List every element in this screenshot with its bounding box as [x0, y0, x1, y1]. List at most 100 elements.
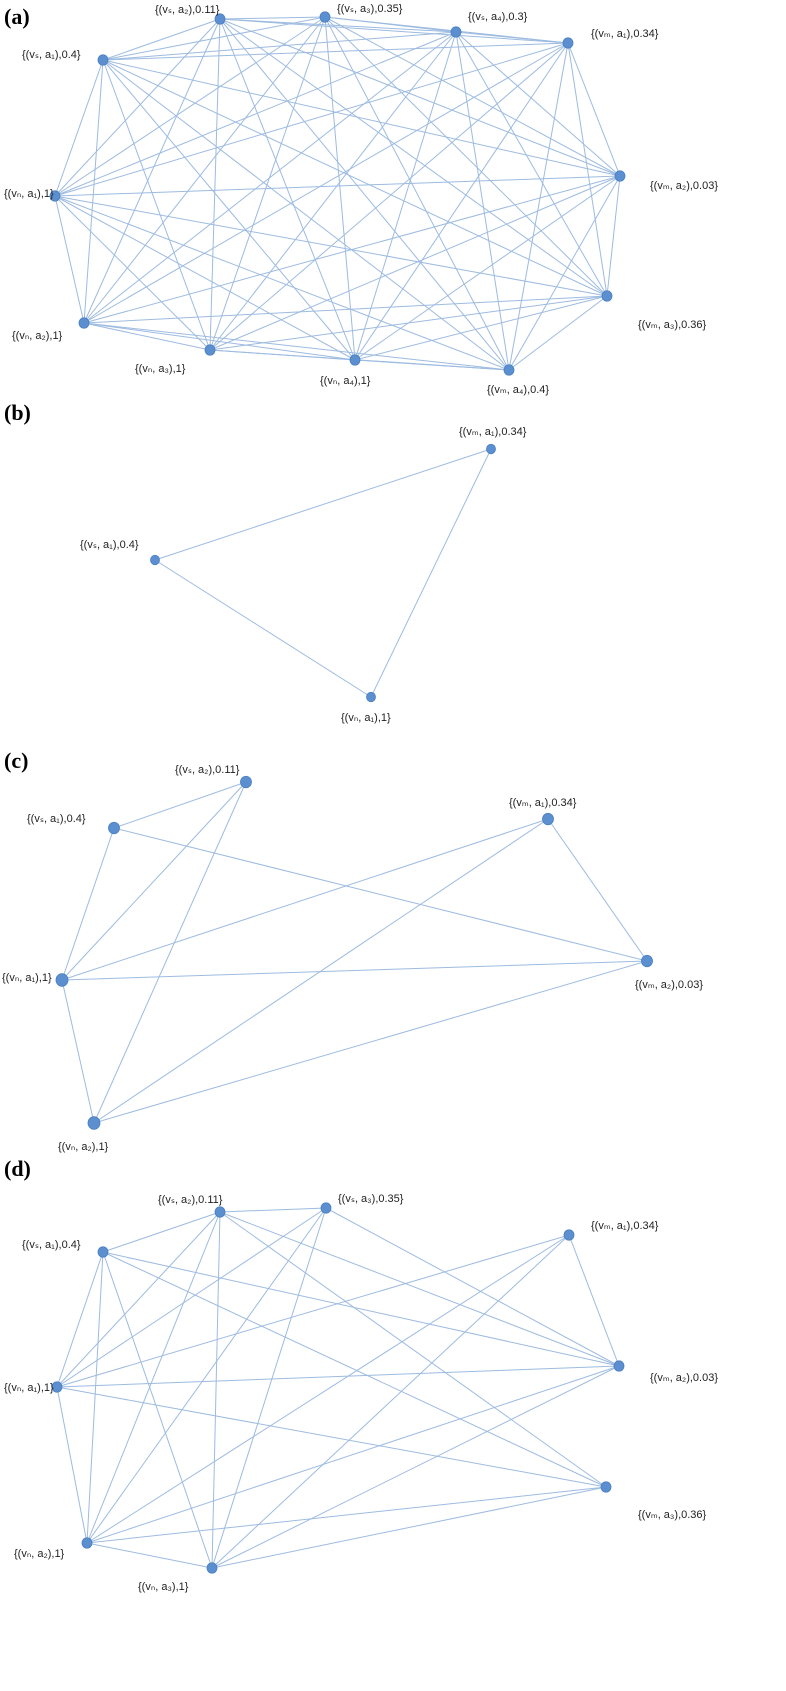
node-vs_a2	[240, 775, 252, 789]
edge-vs_a2-vs_a3	[219, 1207, 327, 1213]
node-vm_a1	[563, 1229, 575, 1241]
edge-vs_a2-vn_a3	[209, 18, 221, 351]
edge-vm_a1-vm_a4	[508, 42, 569, 371]
node-label-vn_a2: {(vₙ, a₂),1}	[58, 1141, 109, 1153]
edge-vn_a2-vm_a1	[93, 818, 549, 1124]
node-label-vm_a2: {(vₘ, a₂),0.03}	[650, 1372, 718, 1384]
edge-vm_a2-vn_a1	[56, 1365, 620, 1388]
edge-vs_a2-vn_a1	[61, 781, 247, 981]
edge-vm_a2-vn_a1	[54, 175, 621, 197]
edge-vs_a1-vm_a2	[102, 59, 621, 177]
edge-vs_a3-vn_a2	[83, 16, 326, 324]
panel-label-b: (b)	[4, 400, 31, 425]
edge-vs_a1-vm_a4	[102, 59, 510, 371]
panel-c: (c) {(vₛ, a₁),0.4}{(vₛ, a₂),0.11}{(vₘ, a…	[2, 748, 703, 1153]
panel-a-nodes: {(vₛ, a₁),0.4}{(vₛ, a₂),0.11}{(vₛ, a₃),0…	[4, 3, 718, 396]
node-vn_a1	[55, 973, 69, 987]
node-label-vm_a1: {(vₘ, a₁),0.34}	[459, 426, 527, 438]
edge-vs_a1-vn_a1	[154, 559, 372, 698]
node-label-vn_a1: {(vₙ, a₁),1}	[2, 972, 52, 984]
edge-vm_a1-vm_a3	[567, 42, 608, 297]
edge-vm_a1-vn_a1	[54, 42, 569, 197]
edge-vm_a3-vn_a4	[354, 295, 608, 361]
edge-vs_a4-vm_a2	[455, 31, 621, 177]
node-vn_a3	[204, 344, 216, 356]
node-label-vs_a1: {(vₛ, a₁),0.4}	[27, 813, 86, 825]
edge-vs_a1-vm_a3	[102, 1251, 607, 1488]
node-label-vs_a1: {(vₛ, a₁),0.4}	[22, 1239, 81, 1251]
panel-label-d: (d)	[4, 1156, 31, 1181]
edge-vs_a4-vm_a1	[455, 31, 569, 44]
node-label-vm_a4: {(vₘ, a₄),0.4}	[487, 384, 549, 396]
edge-vs_a3-vm_a2	[324, 16, 621, 177]
node-vs_a4	[450, 26, 462, 38]
panel-b-nodes: {(vₘ, a₁),0.34}{(vₛ, a₁),0.4}{(vₙ, a₁),1…	[80, 426, 527, 724]
node-vm_a3	[601, 290, 613, 302]
node-label-vs_a2: {(vₛ, a₂),0.11}	[155, 4, 220, 16]
edge-vs_a1-vm_a3	[102, 59, 608, 297]
node-vn_a1	[51, 1381, 63, 1393]
edge-vs_a3-vm_a2	[325, 1207, 620, 1367]
edge-vn_a1-vm_a2	[61, 960, 648, 981]
panel-a: (a) {(vₛ, a₁),0.4}{(vₛ, a₂),0.11}{(vₛ, a…	[4, 3, 718, 396]
node-vs_a2	[214, 13, 226, 25]
edge-vs_a4-vn_a1	[54, 31, 457, 197]
edge-vs_a2-vm_a3	[219, 18, 608, 297]
edge-vs_a2-vm_a2	[219, 18, 621, 177]
node-label-vn_a4: {(vₙ, a₄),1}	[320, 375, 371, 387]
edge-vs_a3-vn_a1	[54, 16, 326, 197]
edge-vm_a1-vn_a3	[209, 42, 569, 351]
node-label-vs_a4: {(vₛ, a₄),0.3}	[468, 11, 528, 23]
edge-vs_a1-vm_a2	[102, 1251, 620, 1367]
edge-vs_a1-vs_a4	[102, 31, 457, 61]
edge-vs_a2-vn_a1	[56, 1211, 221, 1388]
node-label-vm_a1: {(vₘ, a₁),0.34}	[591, 1220, 659, 1232]
node-vs_a1	[150, 554, 160, 566]
node-label-vm_a2: {(vₘ, a₂),0.03}	[650, 180, 718, 192]
node-label-vs_a2: {(vₛ, a₂),0.11}	[175, 764, 240, 776]
edge-vs_a1-vn_a2	[83, 59, 104, 324]
edge-vs_a2-vn_a3	[211, 1211, 221, 1569]
edge-vm_a1-vn_a1	[56, 1234, 570, 1388]
node-vn_a1	[49, 190, 61, 202]
edge-vs_a4-vn_a3	[209, 31, 457, 351]
edge-vn_a3-vn_a1	[54, 195, 211, 351]
node-label-vm_a3: {(vₘ, a₃),0.36}	[638, 319, 707, 331]
edge-vm_a2-vn_a3	[209, 175, 621, 351]
edge-vs_a3-vn_a4	[324, 16, 356, 361]
edge-vs_a4-vm_a4	[455, 31, 510, 371]
panel-d: (d) {(vₛ, a₁),0.4}{(vₛ, a₂),0.11}{(vₛ, a…	[4, 1156, 718, 1593]
edge-vm_a1-vn_a1	[370, 448, 492, 698]
edge-vs_a1-vn_a3	[102, 1251, 213, 1569]
node-vn_a2	[81, 1537, 93, 1549]
edge-vm_a2-vm_a3	[606, 175, 621, 297]
node-vs_a1	[108, 821, 120, 835]
panel-a-edges	[54, 16, 621, 371]
node-label-vn_a2: {(vₙ, a₂),1}	[14, 1548, 65, 1560]
edge-vm_a3-vn_a1	[54, 195, 608, 297]
node-vm_a2	[641, 954, 653, 968]
edge-vs_a2-vm_a1	[219, 18, 569, 44]
node-vm_a3	[600, 1481, 612, 1493]
node-vn_a2	[87, 1116, 101, 1130]
node-label-vn_a1: {(vₙ, a₁),1}	[4, 1382, 54, 1394]
edge-vs_a2-vn_a1	[54, 18, 221, 197]
edge-vm_a3-vm_a4	[508, 295, 608, 371]
edge-vm_a3-vn_a2	[83, 295, 608, 324]
node-vs_a1	[97, 1246, 109, 1258]
edge-vm_a3-vn_a3	[211, 1486, 607, 1569]
edge-vs_a3-vm_a4	[324, 16, 510, 371]
node-vs_a2	[214, 1206, 226, 1218]
edge-vs_a1-vn_a3	[102, 59, 211, 351]
panel-c-nodes: {(vₛ, a₁),0.4}{(vₛ, a₂),0.11}{(vₘ, a₁),0…	[2, 764, 703, 1153]
node-vn_a3	[206, 1562, 218, 1574]
edge-vm_a3-vn_a2	[86, 1486, 607, 1544]
node-label-vn_a2: {(vₙ, a₂),1}	[12, 330, 63, 342]
node-label-vm_a2: {(vₘ, a₂),0.03}	[635, 979, 703, 991]
edge-vs_a4-vn_a2	[83, 31, 457, 324]
edge-vm_a4-vn_a2	[83, 322, 510, 371]
node-label-vn_a1: {(vₙ, a₁),1}	[4, 188, 54, 200]
edge-vn_a1-vn_a2	[56, 1386, 88, 1544]
edge-vs_a1-vs_a2	[102, 1211, 221, 1253]
